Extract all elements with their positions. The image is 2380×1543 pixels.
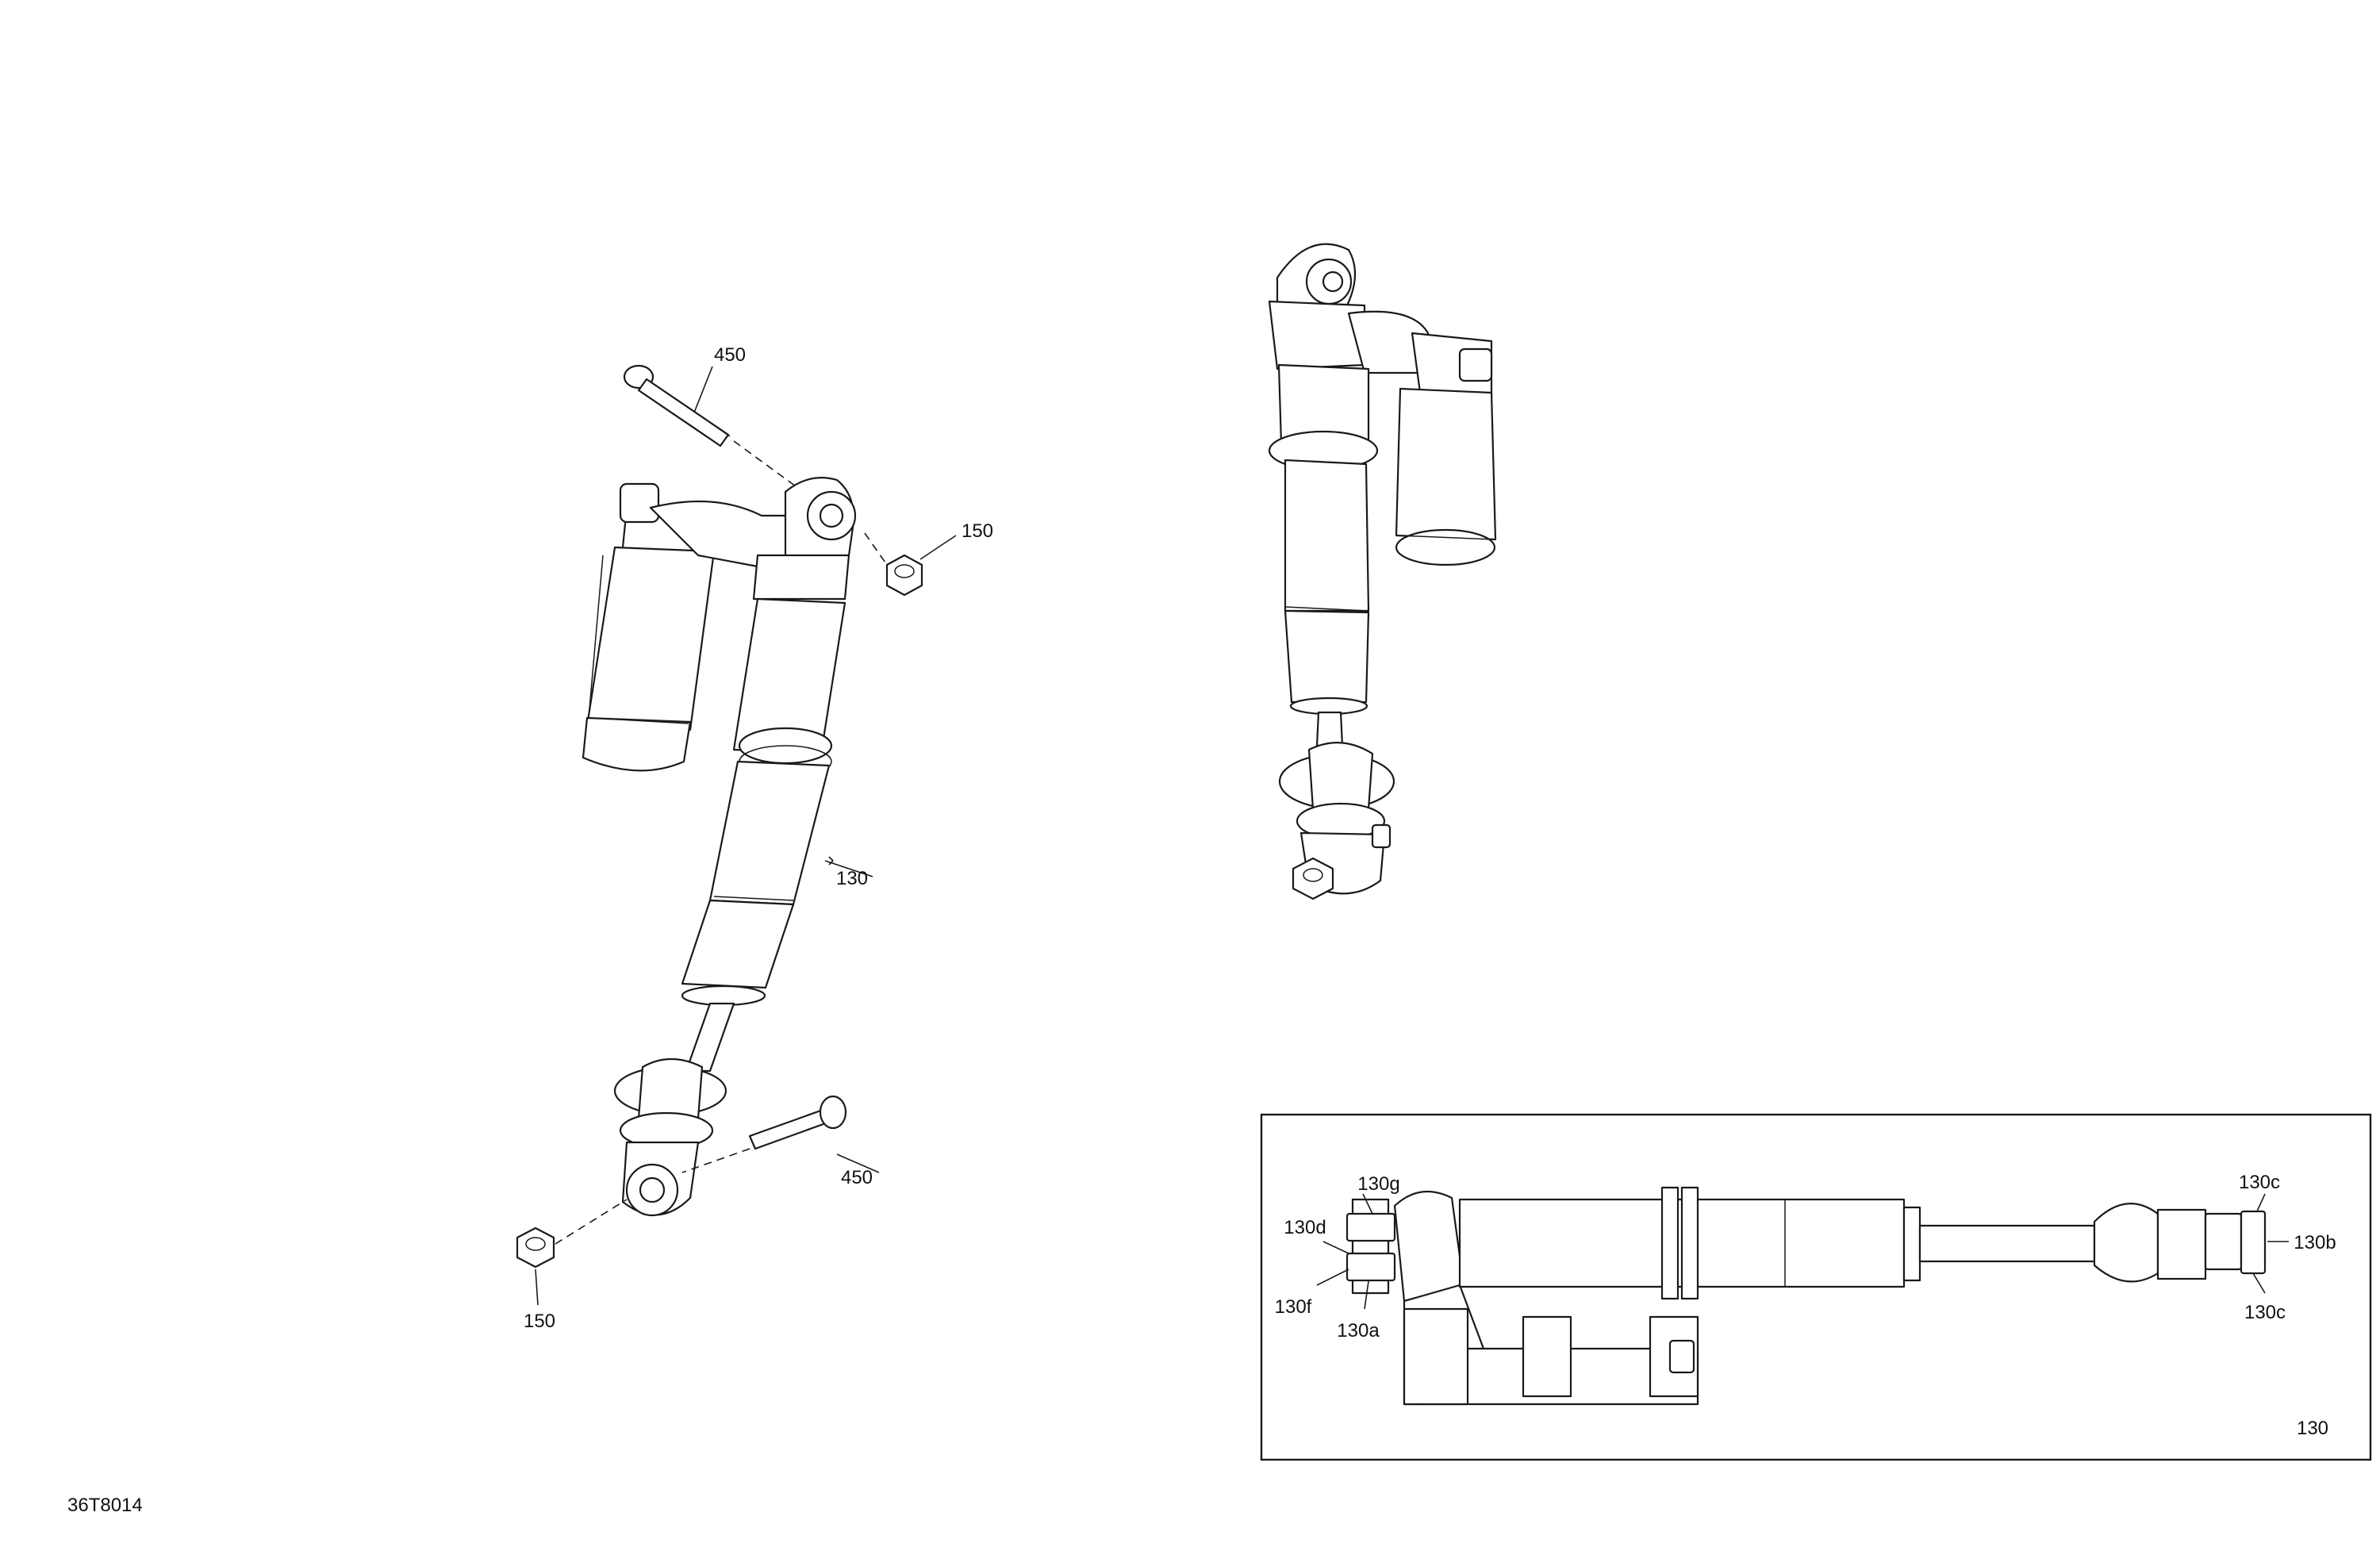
shock-main-cylinder — [681, 597, 846, 1073]
inset-title: 130 — [2297, 1418, 2328, 1439]
right-assembled-view — [1268, 243, 1497, 900]
drawing-reference-code: 36T8014 — [67, 1495, 143, 1516]
shock-bottom-eyelet — [613, 1057, 727, 1217]
bottom-nut — [516, 1226, 555, 1269]
callout-130: 130 — [836, 868, 868, 889]
callout-130g: 130g — [1357, 1173, 1399, 1195]
callout-130c-bottom: 130c — [2244, 1302, 2286, 1323]
top-nut — [885, 554, 923, 597]
callout-130d: 130d — [1284, 1217, 1326, 1238]
callout-150-bottom: 150 — [524, 1311, 555, 1332]
callout-130f: 130f — [1275, 1296, 1312, 1318]
top-bolt — [623, 364, 731, 447]
callout-450-top: 450 — [714, 344, 746, 366]
left-exploded-assembly: 450 150 130 450 150 — [516, 344, 993, 1332]
bottom-bolt — [748, 1095, 847, 1150]
shock-top-body — [649, 477, 857, 601]
callout-130a: 130a — [1337, 1320, 1380, 1341]
callout-130b: 130b — [2294, 1232, 2336, 1253]
detail-inset: 130d 130g 130f 130a 130c 130b 130c 130 — [1260, 1113, 2372, 1461]
inset-frame — [1260, 1113, 2372, 1461]
callout-130c-top: 130c — [2239, 1172, 2280, 1193]
callout-450-bottom: 450 — [841, 1167, 873, 1188]
callout-150-top: 150 — [962, 520, 993, 542]
